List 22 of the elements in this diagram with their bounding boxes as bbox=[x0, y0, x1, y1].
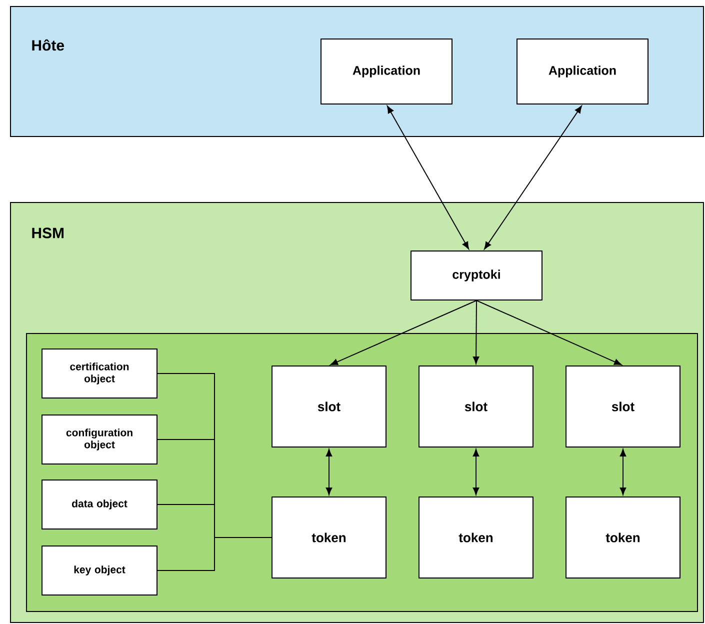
object-box: data object bbox=[42, 480, 158, 530]
object-box: certification object bbox=[42, 348, 158, 398]
arrow bbox=[620, 448, 626, 495]
process-box: slot bbox=[272, 366, 386, 448]
process-box: token bbox=[418, 496, 534, 578]
object-box: key object bbox=[42, 546, 158, 596]
arrow bbox=[484, 106, 582, 250]
connector-line bbox=[157, 537, 272, 571]
object-box: configuration object bbox=[42, 414, 158, 464]
arrow bbox=[472, 300, 480, 364]
arrow bbox=[326, 448, 332, 495]
arrow bbox=[387, 106, 470, 250]
arrow bbox=[330, 300, 477, 366]
process-box: slot bbox=[418, 366, 534, 448]
process-box: Application bbox=[516, 38, 648, 104]
arrow bbox=[472, 448, 480, 495]
process-box: Application bbox=[320, 38, 452, 104]
process-box: token bbox=[566, 496, 680, 578]
process-box: slot bbox=[566, 366, 680, 448]
arrow bbox=[476, 300, 622, 366]
process-box: token bbox=[272, 496, 386, 578]
process-box: cryptoki bbox=[410, 250, 542, 300]
